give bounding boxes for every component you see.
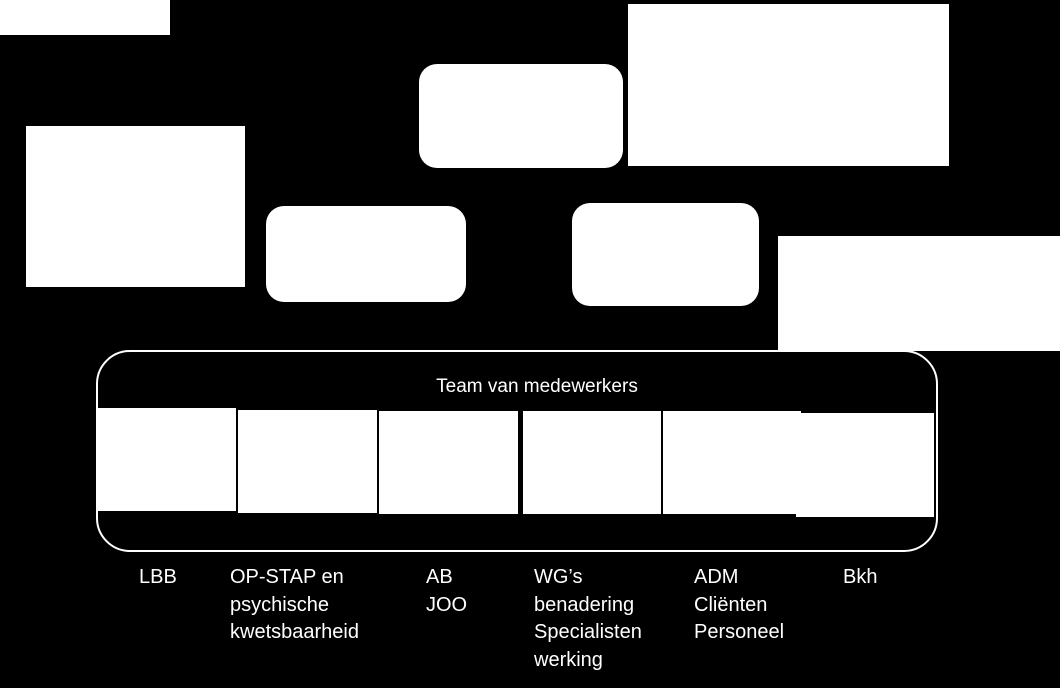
label-line: werking: [534, 648, 603, 671]
right-box: [778, 236, 1060, 351]
team-cell-lbb: [96, 408, 236, 511]
column-label-bkh: Bkh: [843, 564, 877, 592]
team-cell-bkh: [796, 413, 934, 517]
column-label-ab-joo: AB JOO: [426, 564, 467, 619]
label-line: AB: [426, 566, 453, 588]
column-label-op-stap: OP-STAP en psychische kwetsbaarheid: [230, 564, 359, 647]
middle-left-rounded-box: [266, 206, 466, 302]
team-cell-wgs: [523, 411, 661, 514]
label-line: Personeel: [694, 621, 785, 643]
left-box: [26, 126, 245, 287]
label-line: ADM: [694, 566, 739, 588]
label-line: WG’s: [534, 566, 583, 588]
middle-right-rounded-box: [572, 203, 759, 306]
label-line: LBB: [139, 566, 177, 588]
label-line: kwetsbaarheid: [230, 621, 359, 643]
label-line: Bkh: [843, 566, 878, 588]
team-cell-ab-joo: [379, 411, 518, 514]
team-cell-op-stap: [238, 410, 377, 513]
label-line: JOO: [426, 593, 468, 616]
team-cell-adm: [663, 411, 801, 514]
column-label-wgs: WG’s benadering Specialisten werking: [534, 564, 642, 674]
top-left-box: [0, 0, 170, 35]
label-line: psychische: [230, 593, 329, 616]
team-title: Team van medewerkers: [436, 376, 638, 397]
top-right-box: [628, 4, 949, 166]
top-center-rounded-box: [419, 64, 623, 168]
column-label-adm: ADM Cliënten Personeel: [694, 564, 784, 647]
label-line: Specialisten: [534, 621, 642, 643]
label-line: benadering: [534, 593, 635, 616]
label-line: OP-STAP en: [230, 566, 344, 588]
column-label-lbb: LBB: [139, 564, 177, 592]
label-line: Cliënten: [694, 593, 768, 616]
